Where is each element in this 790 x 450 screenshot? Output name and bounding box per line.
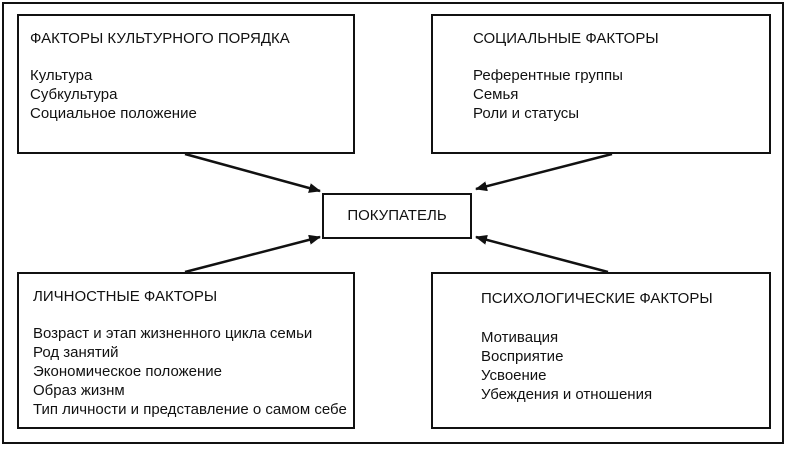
buyer-box: ПОКУПАТЕЛЬ: [322, 193, 472, 239]
cultural-factors-box: ФАКТОРЫ КУЛЬТУРНОГО ПОРЯДКА Культура Суб…: [17, 14, 355, 154]
personal-factors-title: ЛИЧНОСТНЫЕ ФАКТОРЫ: [33, 288, 218, 305]
social-factors-list: Референтные группы Семья Роли и статусы: [473, 66, 769, 123]
list-item: Социальное положение: [30, 105, 197, 122]
social-factors-title: СОЦИАЛЬНЫЕ ФАКТОРЫ: [473, 30, 659, 47]
arrow-cultural-to-buyer: [184, 152, 321, 193]
arrow-psych-to-buyer: [475, 234, 609, 274]
list-item: Семья: [473, 86, 519, 103]
personal-factors-list: Возраст и этап жизненного цикла семьи Ро…: [33, 324, 353, 419]
cultural-factors-title: ФАКТОРЫ КУЛЬТУРНОГО ПОРЯДКА: [30, 30, 290, 47]
list-item: Образ жизнм: [33, 382, 125, 399]
list-item: Возраст и этап жизненного цикла семьи: [33, 325, 313, 342]
arrow-personal-to-buyer: [184, 234, 321, 274]
list-item: Референтные группы: [473, 67, 623, 84]
list-item: Восприятие: [481, 348, 564, 365]
social-factors-box: СОЦИАЛЬНЫЕ ФАКТОРЫ Референтные группы Се…: [431, 14, 771, 154]
diagram-frame: [2, 2, 784, 444]
list-item: Роли и статусы: [473, 105, 580, 122]
list-item: Убеждения и отношения: [481, 386, 653, 403]
list-item: Субкультура: [30, 86, 118, 103]
arrow-social-to-buyer: [475, 152, 613, 192]
list-item: Усвоение: [481, 367, 547, 384]
list-item: Культура: [30, 67, 93, 84]
psychological-factors-box: ПСИХОЛОГИЧЕСКИЕ ФАКТОРЫ Мотивация Воспри…: [431, 272, 771, 429]
list-item: Экономическое положение: [33, 363, 223, 380]
list-item: Мотивация: [481, 329, 559, 346]
list-item: Род занятий: [33, 344, 119, 361]
cultural-factors-list: Культура Субкультура Социальное положени…: [30, 66, 353, 123]
list-item: Тип личности и представление о самом себ…: [33, 401, 347, 418]
psychological-factors-title: ПСИХОЛОГИЧЕСКИЕ ФАКТОРЫ: [481, 290, 713, 307]
psychological-factors-list: Мотивация Восприятие Усвоение Убеждения …: [481, 328, 769, 404]
personal-factors-box: ЛИЧНОСТНЫЕ ФАКТОРЫ Возраст и этап жизнен…: [17, 272, 355, 429]
buyer-label: ПОКУПАТЕЛЬ: [347, 207, 447, 224]
